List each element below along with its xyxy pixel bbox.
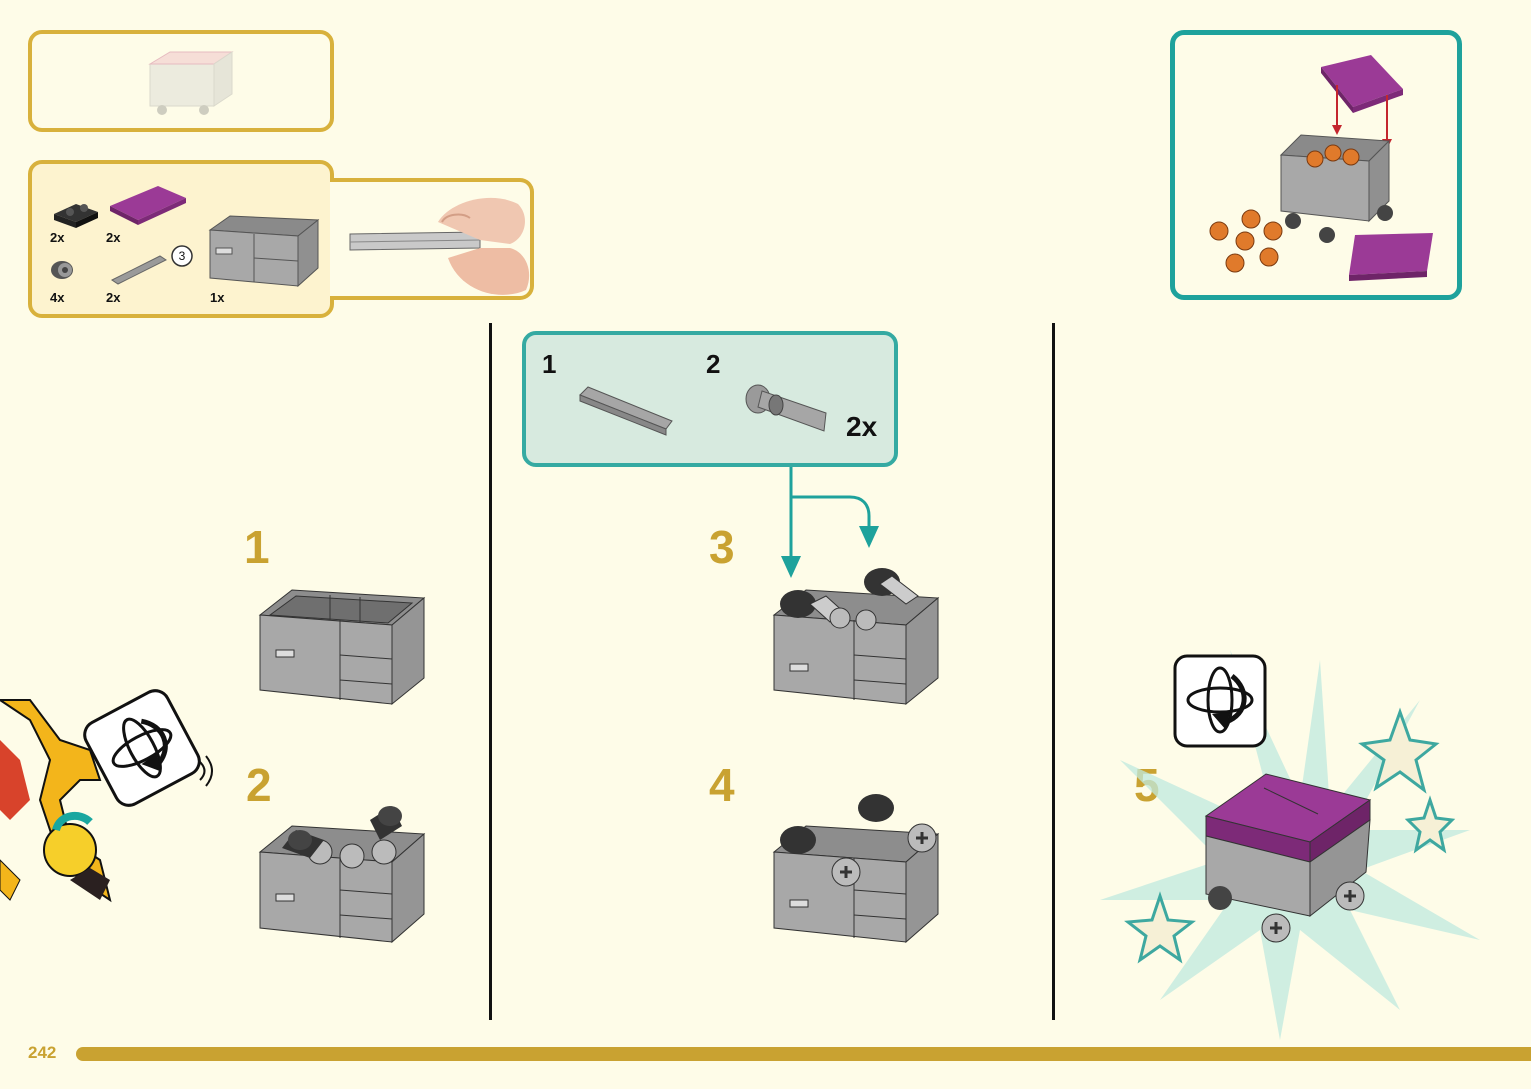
part-qty: 2x (106, 290, 121, 305)
cart-with-parts-illustration (1209, 55, 1433, 281)
model-preview-box (28, 30, 334, 132)
sub-step-number: 1 (542, 349, 557, 379)
part-qty: 2x (106, 230, 121, 245)
page-number: 242 (28, 1043, 57, 1062)
grey-axle-icon (111, 255, 167, 285)
parts-list-box: 2x 2x 4x 2x 3 1x (28, 160, 334, 318)
footer-bar (76, 1047, 1531, 1061)
next-step-preview-box (1170, 30, 1462, 300)
step-number: 4 (709, 759, 735, 811)
part-qty: 2x (50, 230, 65, 245)
part-qty: 4x (50, 290, 65, 305)
step-number: 1 (244, 521, 270, 573)
parts-illustration (51, 186, 320, 288)
star-icon (1404, 795, 1456, 854)
faded-cart-icon (148, 51, 234, 115)
axle-assembly-illustration (579, 384, 827, 436)
sub-assembly-box: 1 2 2x (522, 331, 898, 467)
sub-step-qty: 2x (846, 411, 878, 442)
step-number: 3 (709, 521, 735, 573)
finger-holding-axle-icon (349, 197, 530, 295)
star-icon (1124, 891, 1196, 964)
part-qty: 1x (210, 290, 225, 305)
column-divider (489, 323, 492, 1020)
step-number: 2 (246, 759, 272, 811)
black-plate-connector-icon (54, 204, 98, 228)
callout-circle (171, 245, 193, 267)
column-divider (1052, 323, 1055, 1020)
callout-number: 3 (178, 249, 186, 263)
grey-crate-icon (208, 215, 320, 288)
star-icon (1358, 707, 1440, 794)
scale-reference-box (330, 178, 534, 300)
grey-wheel-icon (51, 261, 73, 279)
purple-tile-icon (110, 186, 186, 225)
sub-step-number: 2 (706, 349, 721, 379)
